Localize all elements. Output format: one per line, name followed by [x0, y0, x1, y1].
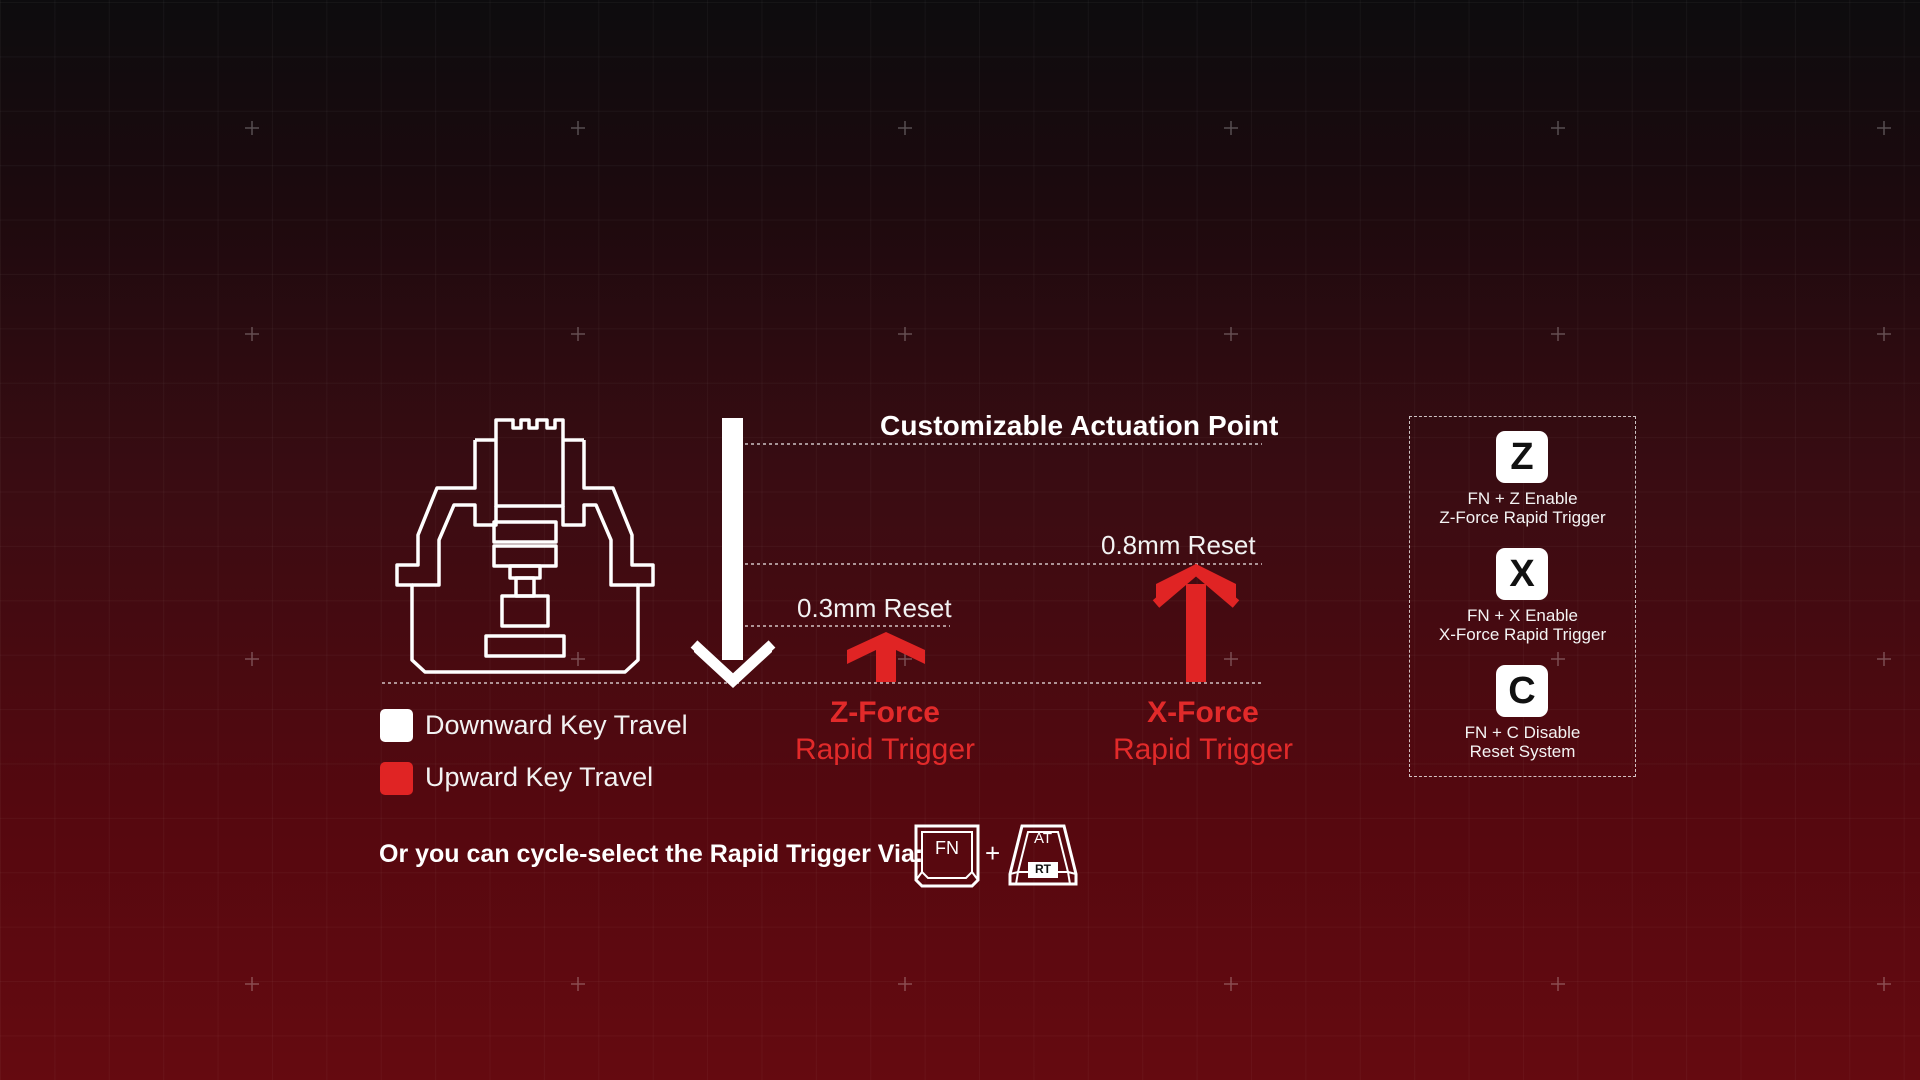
crosshair-marker — [1551, 121, 1565, 135]
crosshair-marker — [245, 652, 259, 666]
shortcut-panel: Z FN + Z Enable Z-Force Rapid Trigger X … — [1409, 416, 1636, 777]
legend-swatch-downward — [380, 709, 413, 742]
crosshair-marker — [245, 977, 259, 991]
reset-08-label: 0.8mm Reset — [1101, 530, 1256, 560]
c-shortcut-line1: FN + C Disable — [1464, 723, 1581, 742]
z-shortcut-line1: FN + Z Enable — [1467, 489, 1578, 508]
z-key-icon: Z — [1496, 431, 1548, 483]
z-shortcut-line2: Z-Force Rapid Trigger — [1439, 508, 1606, 527]
fn-key-label: FN — [935, 838, 959, 858]
crosshair-marker — [571, 327, 585, 341]
rt-key-label: RT — [1035, 862, 1051, 876]
crosshair-marker — [571, 121, 585, 135]
legend-label-downward: Downward Key Travel — [425, 710, 688, 740]
diagram-title: Customizable Actuation Point — [880, 410, 1279, 441]
crosshair-marker — [1877, 121, 1891, 135]
crosshair-marker — [1551, 327, 1565, 341]
crosshair-marker — [1224, 977, 1238, 991]
crosshair-marker — [1551, 652, 1565, 666]
crosshair-marker — [571, 977, 585, 991]
plus-sign: + — [985, 838, 1001, 868]
crosshair-marker — [1224, 121, 1238, 135]
downward-arrow-icon — [690, 418, 776, 688]
x-key-icon: X — [1496, 548, 1548, 600]
crosshair-marker — [1877, 977, 1891, 991]
c-shortcut-line2: Reset System — [1469, 742, 1576, 761]
crosshair-marker — [898, 977, 912, 991]
reset-03-label: 0.3mm Reset — [797, 593, 952, 623]
crosshair-marker — [898, 327, 912, 341]
legend-swatch-upward — [380, 762, 413, 795]
z-force-subtitle: Rapid Trigger — [794, 733, 976, 766]
x-force-title: X-Force — [1147, 696, 1259, 729]
at-key-label: AT — [1033, 830, 1053, 847]
x-force-subtitle: Rapid Trigger — [1112, 733, 1294, 766]
c-key-icon: C — [1496, 665, 1548, 717]
crosshair-marker — [1877, 652, 1891, 666]
crosshair-marker — [1224, 327, 1238, 341]
crosshair-marker — [1551, 977, 1565, 991]
z-force-up-arrow-icon — [847, 632, 925, 682]
fn-key-icon — [914, 824, 980, 888]
crosshair-marker — [898, 121, 912, 135]
key-switch-icon — [395, 418, 655, 674]
crosshair-marker — [1224, 652, 1238, 666]
crosshair-marker — [245, 121, 259, 135]
x-shortcut-line1: FN + X Enable — [1466, 606, 1579, 625]
cycle-select-text: Or you can cycle-select the Rapid Trigge… — [379, 840, 924, 868]
x-force-up-arrow-icon — [1152, 563, 1240, 682]
legend-label-upward: Upward Key Travel — [425, 762, 654, 792]
crosshair-marker — [571, 652, 585, 666]
crosshair-marker — [245, 327, 259, 341]
z-force-title: Z-Force — [829, 696, 940, 729]
at-rt-key-icon — [1008, 824, 1078, 886]
crosshair-marker — [1877, 327, 1891, 341]
x-shortcut-line2: X-Force Rapid Trigger — [1438, 625, 1607, 644]
